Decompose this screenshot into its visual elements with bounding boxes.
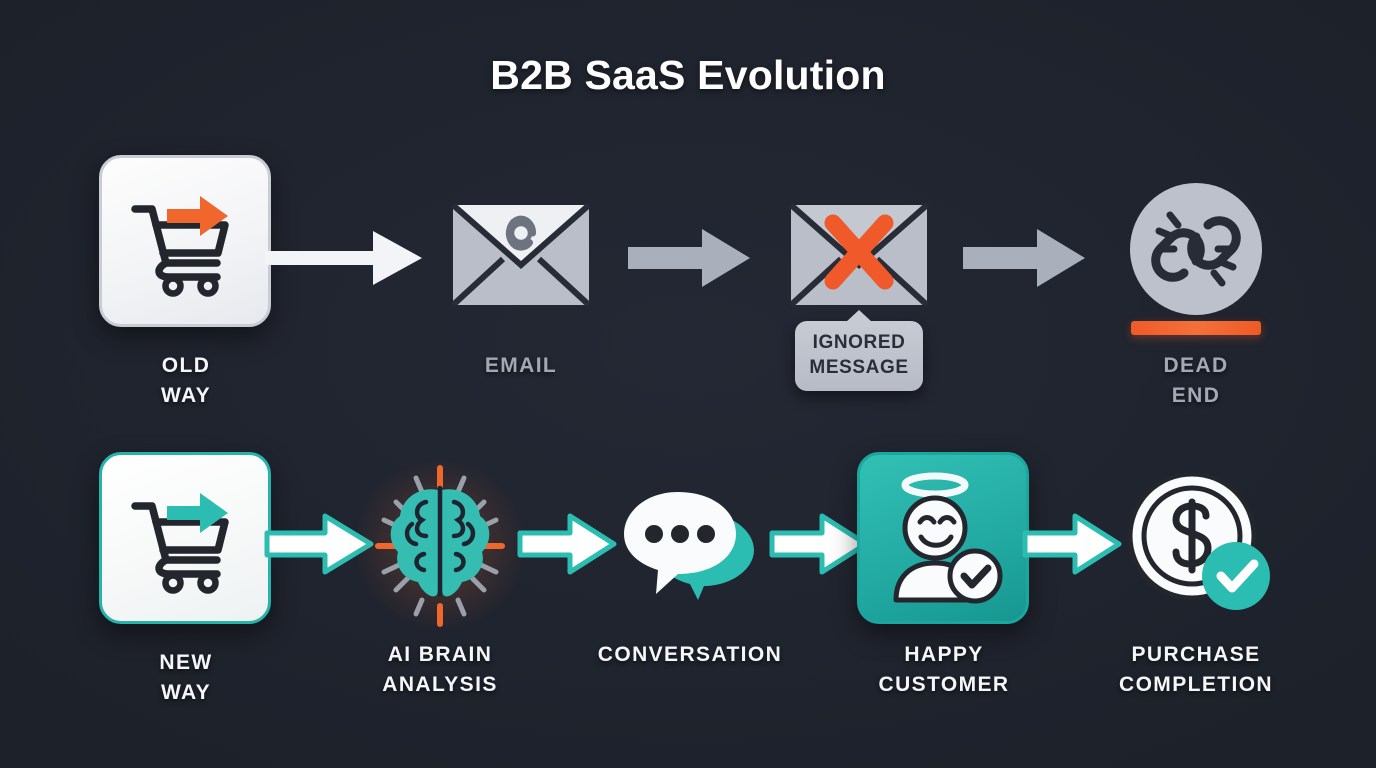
connector-arrow-old-1 (265, 227, 425, 289)
step-label-purchase-completion: PURCHASE COMPLETION (1119, 643, 1273, 696)
step-label-happy-customer: HAPPY CUSTOMER (878, 643, 1010, 696)
step-label-old-way: OLD WAY (160, 354, 212, 407)
step-label-dead-end: DEAD END (1163, 354, 1229, 407)
purchase-completion-art (1126, 470, 1270, 618)
step-label-new-way: NEW WAY (159, 651, 213, 704)
step-email[interactable]: EMAIL (450, 155, 592, 377)
old-way-flow: OLD WAY EMAIL (0, 155, 1376, 407)
check-icon (1216, 559, 1259, 593)
ai-brain-icon (375, 465, 505, 627)
connector-arrow-new-1 (264, 506, 375, 582)
connector-arrow-new-2 (517, 506, 618, 582)
connector-arrow-old-3 (963, 227, 1087, 289)
step-label-email: EMAIL (484, 354, 558, 377)
step-dead-end[interactable]: DEAD END (1126, 155, 1266, 407)
step-ignored-message[interactable]: IGNORED MESSAGE (788, 155, 930, 391)
email-art (450, 202, 592, 308)
envelope-at-icon (450, 202, 592, 308)
step-ai-brain[interactable]: AI BRAIN ANALYSIS (355, 452, 525, 696)
shopping-cart-arrow-icon (131, 493, 229, 594)
connector-arrow-new-4 (1022, 506, 1123, 582)
happy-customer-card (857, 452, 1029, 624)
conversation-art (620, 484, 760, 604)
shopping-cart-arrow-icon (131, 196, 229, 297)
new-way-card (99, 452, 271, 624)
chat-bubbles-icon (624, 492, 754, 600)
ai-brain-art (370, 462, 510, 630)
check-icon (960, 564, 992, 589)
connector-arrow-old-2 (628, 227, 752, 289)
broken-chain-icon (1130, 183, 1262, 315)
new-way-flow: NEW WAY (0, 452, 1376, 712)
dead-end-bar (1131, 321, 1261, 335)
happy-customer-icon (893, 472, 1003, 604)
old-way-card (99, 155, 271, 327)
dead-end-art (1126, 179, 1266, 319)
envelope-x-icon (788, 202, 930, 308)
ignored-message-tooltip: IGNORED MESSAGE (795, 321, 923, 391)
step-conversation[interactable]: CONVERSATION (598, 452, 781, 666)
step-label-ai-brain: AI BRAIN ANALYSIS (382, 643, 498, 696)
x-mark-icon (824, 214, 894, 290)
ignored-message-art (788, 202, 930, 308)
page-title: B2B SaaS Evolution (490, 52, 886, 98)
connector-arrow-new-3 (769, 506, 870, 582)
step-purchase-completion[interactable]: PURCHASE COMPLETION (1119, 452, 1272, 696)
step-label-conversation: CONVERSATION (597, 643, 783, 666)
coin-check-icon (1127, 471, 1270, 610)
